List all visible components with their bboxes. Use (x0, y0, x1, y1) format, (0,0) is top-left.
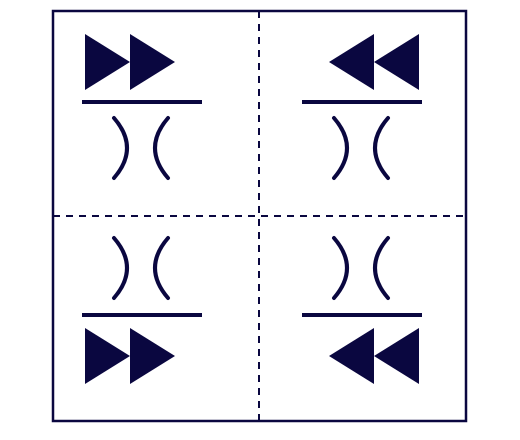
constriction-left-arc (112, 236, 129, 300)
constriction-right-arc (373, 236, 390, 300)
constriction-icon (112, 116, 170, 180)
constriction-icon (332, 236, 390, 300)
arrow-triangle-1 (85, 328, 130, 384)
constriction-right-arc (153, 236, 170, 300)
constriction-left-arc (112, 116, 129, 180)
arrow-triangle-1 (374, 328, 419, 384)
rewind-icon (329, 34, 419, 90)
rewind-icon (329, 328, 419, 384)
constriction-left-arc (332, 116, 349, 180)
quadrant-top-left (82, 34, 202, 180)
arrow-triangle-2 (329, 328, 374, 384)
constriction-icon (332, 116, 390, 180)
arrow-triangle-1 (374, 34, 419, 90)
constriction-left-arc (332, 236, 349, 300)
quadrant-top-right (302, 34, 422, 180)
arrow-triangle-2 (329, 34, 374, 90)
fast-forward-icon (85, 328, 175, 384)
constriction-right-arc (153, 116, 170, 180)
arrow-triangle-1 (85, 34, 130, 90)
fast-forward-icon (85, 34, 175, 90)
constriction-icon (112, 236, 170, 300)
quadrant-bottom-right (302, 236, 422, 384)
arrow-triangle-2 (130, 34, 175, 90)
quadrants-group (82, 34, 422, 384)
arrow-triangle-2 (130, 328, 175, 384)
constriction-right-arc (373, 116, 390, 180)
quadrant-bottom-left (82, 236, 202, 384)
